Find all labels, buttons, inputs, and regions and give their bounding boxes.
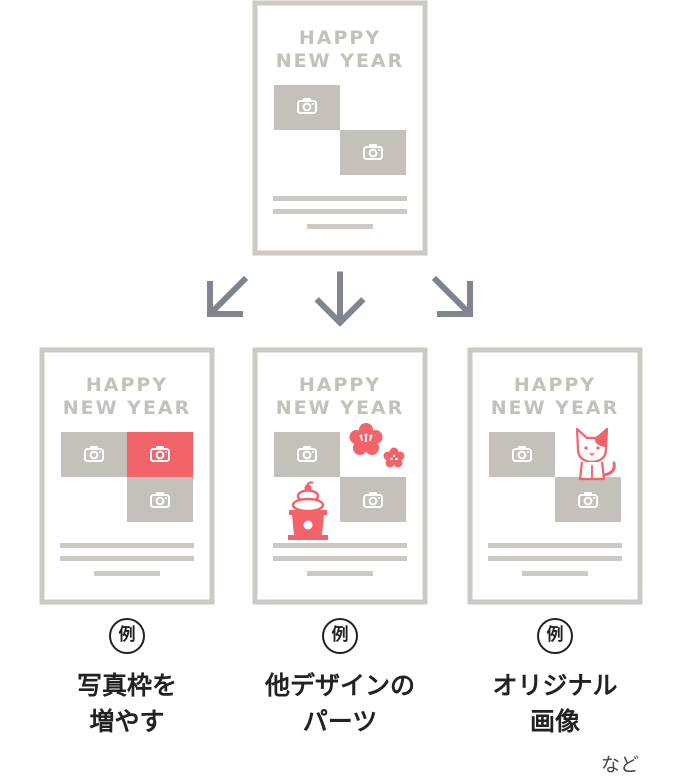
photo-frame: [127, 477, 193, 522]
photo-frame: [555, 477, 621, 522]
example-label-design-parts: 他デザインの パーツ: [250, 668, 430, 740]
label-line: 他デザインの: [264, 671, 415, 700]
plum-blossom-icon: [349, 423, 383, 455]
photo-frame: [340, 130, 406, 175]
arrow-down-icon: [316, 275, 364, 323]
label-line: 画像: [529, 707, 580, 736]
card-title-new-year: NEW YEAR: [491, 397, 620, 419]
etc-footnote: など: [600, 754, 639, 776]
photo-frame: [340, 477, 406, 522]
example-badge: 例: [537, 618, 573, 654]
card-title-happy: HAPPY: [86, 374, 168, 396]
added-photo-frame: [127, 432, 193, 477]
example-label-original-image: オリジナル 画像: [465, 668, 645, 740]
example-card-more-frames: HAPPY NEW YEAR: [39, 347, 215, 605]
arrow-down-right-icon: [436, 280, 470, 314]
card-title-new-year: NEW YEAR: [63, 397, 192, 419]
photo-frame: [489, 432, 555, 477]
arrow-down-left-icon: [210, 280, 244, 314]
card-title-new-year: NEW YEAR: [276, 397, 405, 419]
card-title-happy: HAPPY: [514, 374, 596, 396]
photo-frame: [61, 432, 127, 477]
photo-frame: [274, 432, 340, 477]
card-title-happy: HAPPY: [299, 374, 381, 396]
example-badge: 例: [109, 618, 145, 654]
cat-illustration-icon: [575, 427, 616, 481]
label-line: 写真枠を: [76, 671, 177, 700]
kagami-mochi-icon: [288, 481, 328, 540]
plum-blossom-small-icon: [383, 447, 405, 468]
example-card-design-parts: HAPPY NEW YEAR: [252, 347, 428, 605]
card-title-happy: HAPPY: [299, 27, 381, 49]
example-card-original-image: HAPPY NEW YEAR: [467, 347, 643, 605]
label-line: オリジナル: [492, 671, 618, 700]
label-line: 増やす: [89, 707, 165, 736]
photo-frame: [274, 85, 340, 130]
example-badge: 例: [322, 618, 358, 654]
original-card: HAPPY NEW YEAR: [252, 0, 428, 256]
label-line: パーツ: [302, 707, 378, 736]
card-title-new-year: NEW YEAR: [276, 50, 405, 72]
example-label-more-frames: 写真枠を 増やす: [37, 668, 217, 740]
